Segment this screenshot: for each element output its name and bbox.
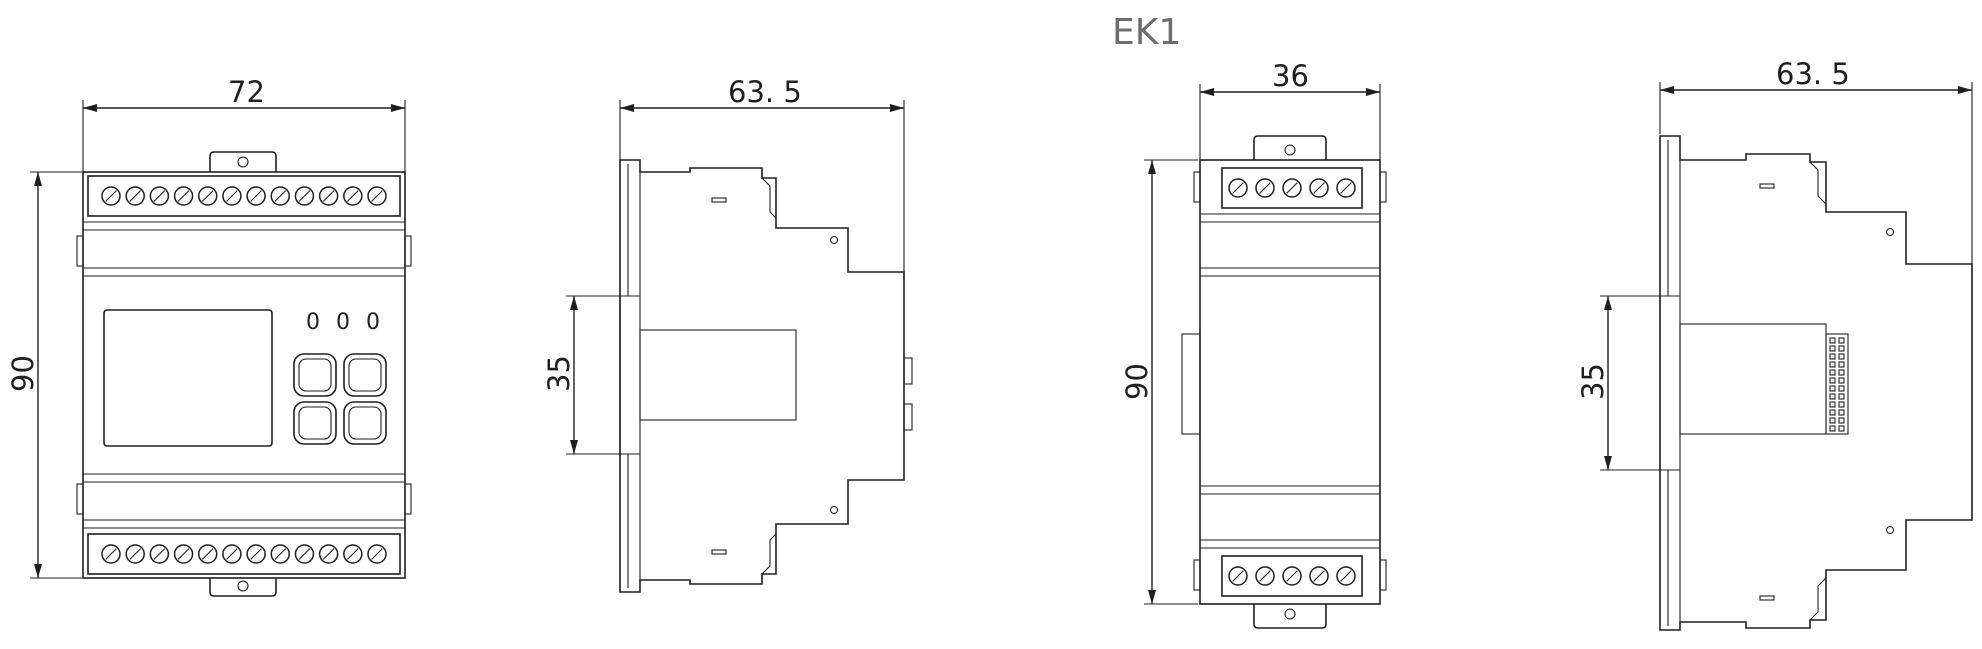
- connector-pin: [1838, 401, 1845, 408]
- width-dimension: 72: [82, 75, 406, 172]
- connector-pin: [1838, 353, 1845, 360]
- terminal-screw-slot: [201, 548, 214, 560]
- terminal-screw-slot: [322, 190, 335, 202]
- connector-pin: [1829, 385, 1836, 392]
- height-label-2: 90: [1120, 363, 1154, 400]
- keypad-button-2: [343, 353, 387, 397]
- connector-pin: [1829, 417, 1836, 424]
- width-dimension-2: 36: [1199, 59, 1381, 160]
- terminal-screw-slot: [226, 548, 238, 560]
- keypad-button-4: [343, 401, 387, 445]
- height-dimension-2: 90: [1120, 159, 1198, 605]
- keypad-button-3: [293, 401, 337, 445]
- terminal-screw-slot: [177, 548, 190, 560]
- terminal-screw-slot: [1232, 182, 1244, 194]
- terminal-screw-slot: [1259, 570, 1271, 582]
- keypad-buttons: [293, 353, 387, 445]
- connector-pin: [1829, 369, 1836, 376]
- rail-dimension-2: 35: [1576, 295, 1680, 471]
- terminal-row-top: [101, 186, 387, 206]
- terminal-screw-slot: [1286, 570, 1298, 582]
- depth-dimension: 63. 5: [619, 75, 905, 280]
- connector-pin: [1829, 409, 1836, 416]
- width-label-2: 36: [1272, 59, 1309, 93]
- terminal-screw-slot: [250, 190, 262, 202]
- terminal-screw-slot: [226, 190, 238, 202]
- depth-label-2: 63. 5: [1776, 57, 1850, 91]
- connector-pin: [1829, 401, 1836, 408]
- connector-pin: [1829, 361, 1836, 368]
- terminal-screw-slot: [201, 190, 214, 202]
- terminal-screw-slot: [105, 548, 117, 560]
- terminal-screw-slot: [298, 548, 311, 560]
- connector-pin: [1838, 361, 1845, 368]
- terminal-row-bottom-2: [1228, 566, 1356, 586]
- terminal-screw-slot: [347, 548, 359, 560]
- terminal-screw-slot: [1286, 182, 1298, 194]
- terminal-screw-slot: [1313, 570, 1325, 582]
- terminal-screw-slot: [129, 190, 141, 202]
- pin-connector: [1825, 333, 1849, 435]
- terminal-screw-slot: [1340, 182, 1352, 194]
- status-leds: 0 0 0: [306, 310, 380, 335]
- terminal-screw-slot: [1313, 182, 1325, 194]
- terminal-screw-slot: [298, 190, 311, 202]
- connector-pin: [1838, 345, 1845, 352]
- led-1: 0: [306, 310, 320, 335]
- terminal-screw-slot: [371, 548, 383, 560]
- terminal-screw-slot: [274, 190, 287, 202]
- front-view-4-module: 72 90: [6, 75, 412, 597]
- connector-pin: [1838, 369, 1845, 376]
- depth-dimension-2: 63. 5: [1659, 57, 1973, 272]
- rail-dimension: 35: [542, 295, 640, 455]
- side-view-4-module: 63. 5 35: [542, 75, 913, 593]
- led-2: 0: [336, 310, 350, 335]
- terminal-row-bottom: [101, 544, 387, 564]
- connector-pin: [1829, 425, 1836, 432]
- height-dimension: 90: [6, 171, 82, 579]
- width-label: 72: [228, 75, 265, 109]
- connector-pin: [1829, 345, 1836, 352]
- terminal-screw-slot: [153, 190, 166, 202]
- connector-pin: [1838, 425, 1845, 432]
- terminal-screw-slot: [322, 548, 335, 560]
- terminal-screw-slot: [1259, 182, 1271, 194]
- terminal-screw-slot: [153, 548, 166, 560]
- terminal-screw-slot: [274, 548, 287, 560]
- terminal-screw-slot: [371, 190, 383, 202]
- connector-pin: [1838, 337, 1845, 344]
- terminal-row-top-2: [1228, 178, 1356, 198]
- connector-pin: [1829, 393, 1836, 400]
- rail-label-2: 35: [1576, 363, 1610, 400]
- terminal-screw-slot: [250, 548, 262, 560]
- connector-pin: [1838, 409, 1845, 416]
- led-3: 0: [366, 310, 380, 335]
- terminal-screw-slot: [129, 548, 141, 560]
- lcd-display: [103, 309, 273, 447]
- terminal-screw-slot: [105, 190, 117, 202]
- terminal-screw-slot: [1232, 570, 1244, 582]
- terminal-screw-slot: [347, 190, 359, 202]
- connector-pin: [1838, 385, 1845, 392]
- front-view-2-module: 36 90: [1120, 59, 1387, 629]
- side-view-2-module: 63. 5 35: [1576, 57, 1973, 631]
- keypad-button-1: [293, 353, 337, 397]
- connector-pin: [1829, 377, 1836, 384]
- rail-label: 35: [542, 355, 576, 392]
- connector-pin: [1838, 393, 1845, 400]
- connector-pin: [1829, 353, 1836, 360]
- terminal-screw-slot: [1340, 570, 1352, 582]
- connector-pin: [1838, 377, 1845, 384]
- drawing-title: EK1: [1112, 12, 1181, 53]
- depth-label: 63. 5: [728, 75, 802, 109]
- pin-connector-outline: [1825, 333, 1849, 435]
- connector-pin: [1838, 417, 1845, 424]
- connector-pin: [1829, 337, 1836, 344]
- terminal-screw-slot: [177, 190, 190, 202]
- height-label: 90: [6, 355, 40, 392]
